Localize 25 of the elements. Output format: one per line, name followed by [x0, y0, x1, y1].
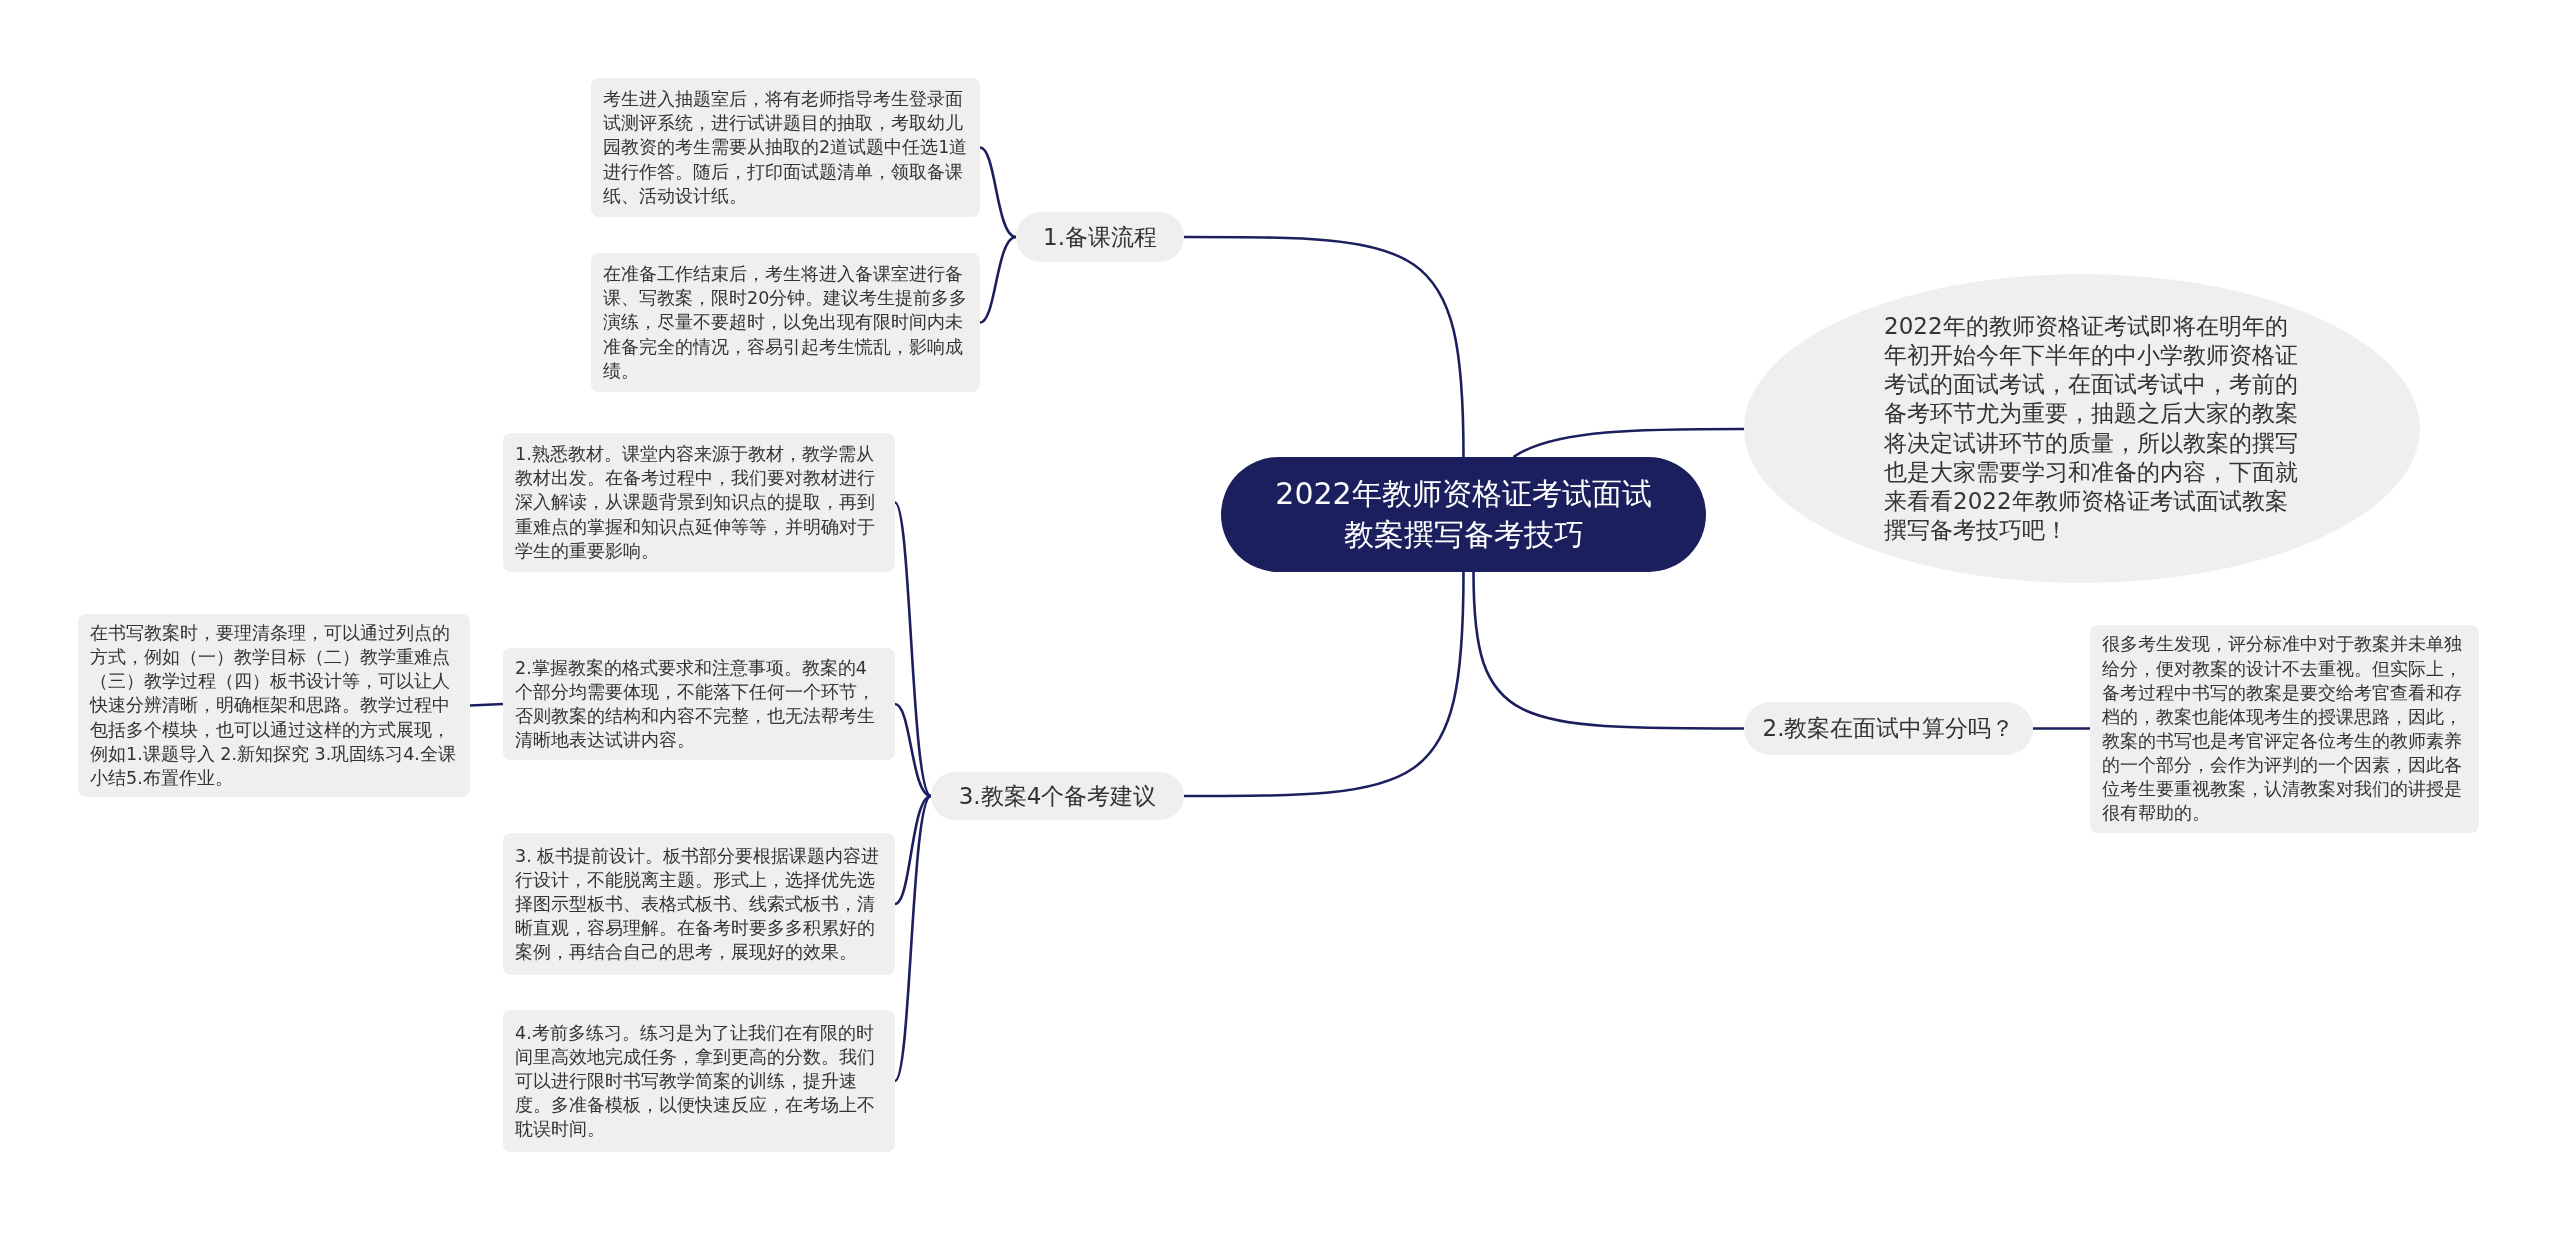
connector-line [893, 501, 933, 797]
branch-label: 2.教案在面试中算分吗？ [1744, 702, 2033, 755]
connector-line [2033, 727, 2090, 730]
connector-line [1184, 235, 1465, 458]
branch-label: 3.教案4个备考建议 [931, 772, 1184, 820]
text-box: 考生进入抽题室后，将有老师指导考生登录面试测评系统，进行试讲题目的抽取，考取幼儿园教资的考生需要从抽取的2道试题中任选1道进行作答。随后，打印面试题清单，领取备课纸、活动设计纸。 [591, 78, 980, 217]
text-box: 4.考前多练习。练习是为了让我们在有限的时间里高效地完成任务，拿到更高的分数。我们可以进行限时书写教学简案的训练，提升速度。多准备模板，以便快速反应，在考场上不耽误时间。 [503, 1010, 895, 1152]
connector-line [894, 702, 932, 798]
connector-line [469, 702, 504, 707]
connector-line [893, 795, 932, 1082]
title-node: 2022年教师资格证考试面试教案撰写备考技巧 [1221, 457, 1706, 572]
branch-label: 1.备课流程 [1016, 212, 1184, 262]
connector-line [979, 235, 1017, 324]
connector-line [1512, 427, 1744, 459]
text-box: 1.熟悉教材。课堂内容来源于教材，教学需从教材出发。在备考过程中，我们要对教材进行深入解读，从课题背景到知识点的提取，再到重难点的掌握和知识点延伸等等，并明确对于学生的重要影响。 [503, 433, 895, 572]
text-box: 在书写教案时，要理清条理，可以通过列点的方式，例如（一）教学目标（二）教学重难点（三）教学过程（四）板书设计等，可以让人快速分辨清晰，明确框架和思路。教学过程中包括多个模块，也可以通过这样的方式展现，例如1.课题导入 2.新知探究 3.巩固练习4.全课小结5.布置作业。 [78, 614, 470, 797]
text-box: 在准备工作结束后，考生将进入备课室进行备课、写教案，限时20分钟。建议考生提前多多演练，尽量不要超时，以免出现有限时间内未准备完全的情况，容易引起考生慌乱，影响成绩。 [591, 253, 980, 392]
connector-line [979, 146, 1017, 239]
connector-line [1184, 571, 1465, 798]
connector-line [894, 794, 932, 906]
intro-ellipse: 2022年的教师资格证考试即将在明年的年初开始今年下半年的中小学教师资格证考试的面试考试，在面试考试中，考前的备考环节尤为重要，抽题之后大家的教案将决定试讲环节的质量，所以教案的撰写也是大家需要学习和准备的内容，下面就来看看2022年教师资格证考试面试教案撰写备考技巧吧！ [1744, 274, 2420, 583]
text-box: 很多考生发现，评分标准中对于教案并未单独给分，便对教案的设计不去重视。但实际上，备考过程中书写的教案是要交给考官查看和存档的，教案也能体现考生的授课思路，因此，教案的书写也是考官评定各位考生的教师素养的一个部分，会作为评判的一个因素，因此各位考生要重视教案，认清教案对我们的讲授是很有帮助的。 [2090, 625, 2479, 833]
text-box: 2.掌握教案的格式要求和注意事项。教案的4个部分均需要体现，不能落下任何一个环节，否则教案的结构和内容不完整，也无法帮考生清晰地表达试讲内容。 [503, 648, 895, 760]
connector-line [1472, 571, 1744, 730]
text-box: 3. 板书提前设计。板书部分要根据课题内容进行设计，不能脱离主题。形式上，选择优先选择图示型板书、表格式板书、线索式板书，清晰直观，容易理解。在备考时要多多积累好的案例，再结合自己的思考，展现好的效果。 [503, 833, 895, 975]
